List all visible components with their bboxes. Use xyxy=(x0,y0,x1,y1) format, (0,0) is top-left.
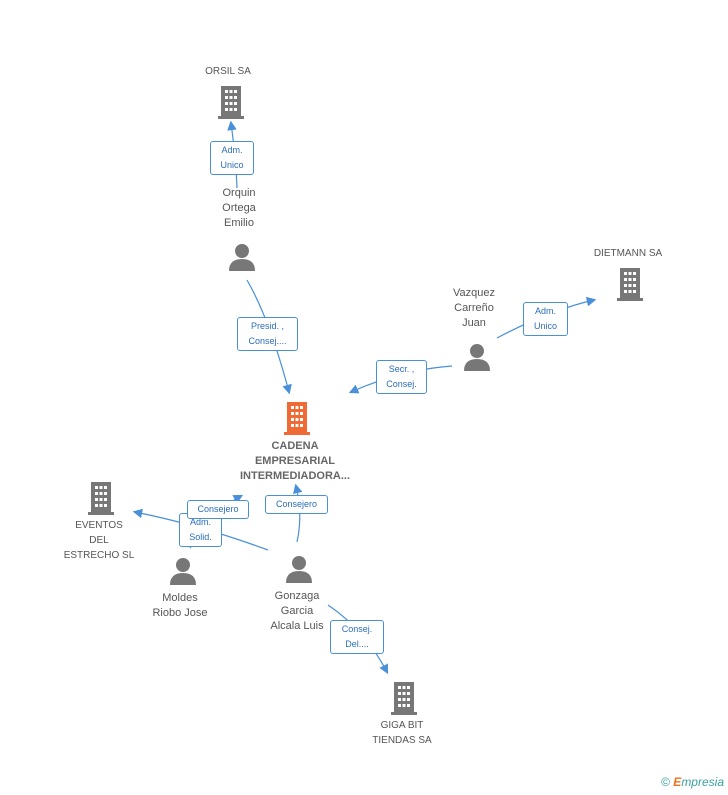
person-icon[interactable] xyxy=(284,554,314,584)
edge-label-consej-del[interactable]: Consej.Del.... xyxy=(330,620,384,654)
person-icon[interactable] xyxy=(462,342,492,372)
edge-label-secr[interactable]: Secr. ,Consej. xyxy=(376,360,427,394)
person-icon[interactable] xyxy=(227,242,257,272)
copyright-icon: © xyxy=(661,775,670,789)
orsil-label: ORSIL SA xyxy=(205,66,251,77)
edge-label-adm-unico-orsil[interactable]: Adm.Unico xyxy=(210,141,254,175)
edge-gonzaga-cadena xyxy=(293,483,303,543)
building-icon-highlighted[interactable] xyxy=(282,400,312,436)
dietmann-label: DIETMANN SA xyxy=(593,248,663,259)
empresia-credit[interactable]: © Empresia xyxy=(661,775,724,789)
building-icon[interactable] xyxy=(615,266,645,302)
brand-rest: mpresia xyxy=(681,775,724,789)
edge-label-consejero-eventos[interactable]: Consejero xyxy=(187,500,249,519)
building-icon[interactable] xyxy=(216,84,246,120)
edge-label-presid[interactable]: Presid. ,Consej.... xyxy=(237,317,298,351)
brand-first-letter: E xyxy=(673,775,682,789)
person-icon[interactable] xyxy=(168,556,198,586)
building-icon[interactable] xyxy=(389,680,419,716)
building-icon[interactable] xyxy=(86,480,116,516)
edge-label-adm-unico-dietmann[interactable]: Adm.Unico xyxy=(523,302,568,336)
edge-label-consejero-cadena[interactable]: Consejero xyxy=(265,495,328,514)
